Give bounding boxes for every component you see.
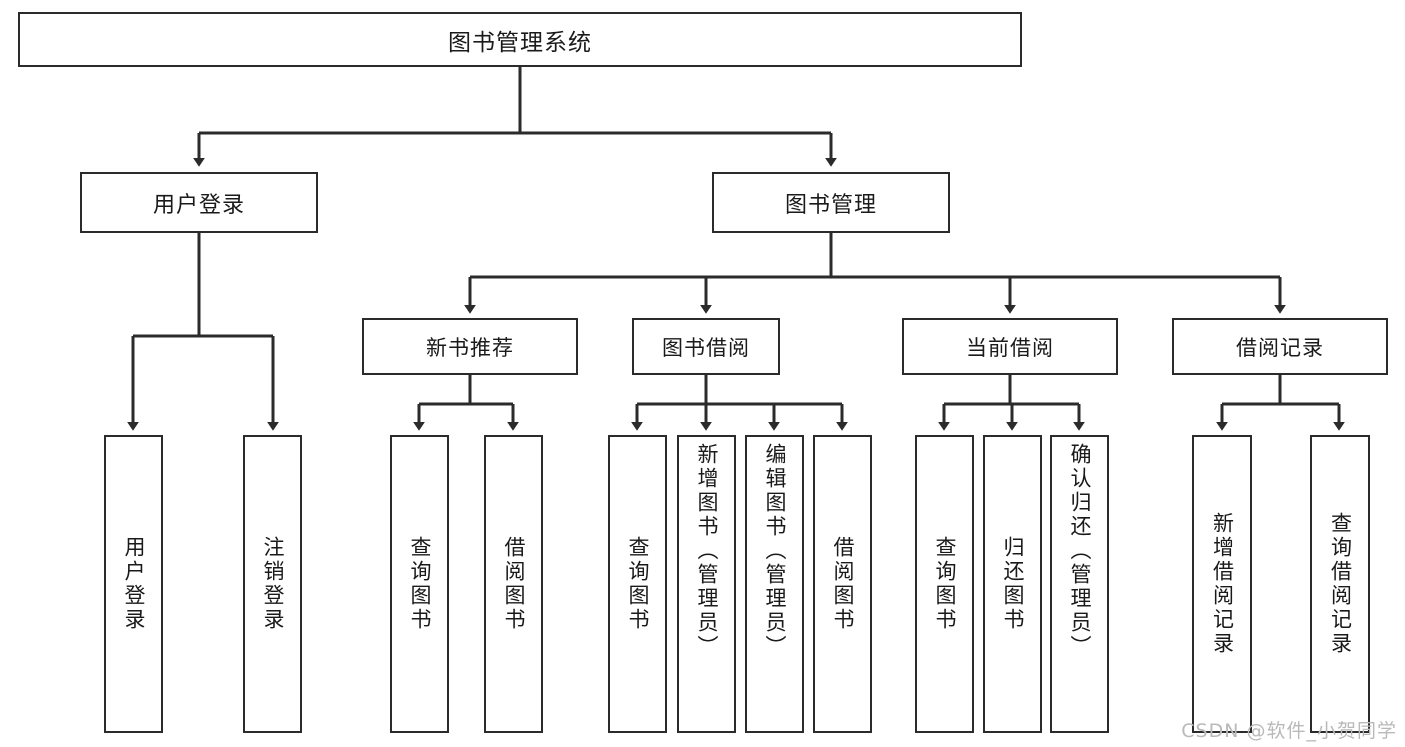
watermark-text: CSDN @软件_小贺同学: [1181, 720, 1397, 742]
leaf-query-book-borrow[interactable]: 查询图书: [608, 435, 667, 733]
leaf-borrow-book[interactable]: 借阅图书: [813, 435, 872, 733]
leaf-add-book-admin[interactable]: 新增图书（管理员）: [677, 435, 736, 733]
node-label: 借阅图书: [831, 536, 855, 632]
node-label: 图书管理系统: [448, 29, 592, 56]
leaf-borrow-book-recommend[interactable]: 借阅图书: [484, 435, 543, 733]
node-label: 用户登录: [152, 192, 245, 218]
node-label: 归还图书: [1001, 536, 1025, 632]
node-label: 当前借阅: [966, 335, 1054, 360]
node-label: 图书借阅: [662, 335, 750, 360]
node-label: 新增图书（管理员）: [695, 443, 719, 659]
leaf-confirm-return-admin[interactable]: 确认归还（管理员）: [1050, 435, 1109, 733]
leaf-add-borrow-record[interactable]: 新增借阅记录: [1192, 435, 1252, 733]
node-user-login[interactable]: 用户登录: [80, 172, 318, 233]
node-label: 用户登录: [122, 536, 146, 632]
node-label: 注销登录: [261, 536, 285, 632]
node-label: 图书管理: [784, 192, 877, 218]
node-label: 借阅记录: [1236, 335, 1324, 360]
node-book-borrow[interactable]: 图书借阅: [632, 318, 780, 375]
node-label: 编辑图书（管理员）: [763, 443, 787, 659]
leaf-edit-book-admin[interactable]: 编辑图书（管理员）: [745, 435, 804, 733]
node-label: 查询图书: [626, 536, 650, 632]
node-label: 确认归还（管理员）: [1068, 443, 1092, 659]
node-label: 新增借阅记录: [1210, 512, 1235, 656]
node-label: 查询借阅记录: [1328, 512, 1353, 656]
node-book-management[interactable]: 图书管理: [712, 172, 950, 233]
node-root-system[interactable]: 图书管理系统: [18, 12, 1022, 67]
leaf-user-login[interactable]: 用户登录: [104, 435, 163, 733]
node-borrow-record[interactable]: 借阅记录: [1172, 318, 1388, 375]
node-current-borrow[interactable]: 当前借阅: [902, 318, 1118, 375]
node-label: 新书推荐: [426, 335, 514, 360]
leaf-query-book-recommend[interactable]: 查询图书: [390, 435, 449, 733]
node-label: 查询图书: [933, 536, 957, 632]
node-label: 借阅图书: [502, 536, 526, 632]
node-new-book-recommend[interactable]: 新书推荐: [362, 318, 578, 375]
leaf-return-book[interactable]: 归还图书: [983, 435, 1042, 733]
leaf-query-book-current[interactable]: 查询图书: [915, 435, 974, 733]
leaf-user-logout[interactable]: 注销登录: [243, 435, 302, 733]
node-label: 查询图书: [408, 536, 432, 632]
leaf-query-borrow-record[interactable]: 查询借阅记录: [1310, 435, 1370, 733]
